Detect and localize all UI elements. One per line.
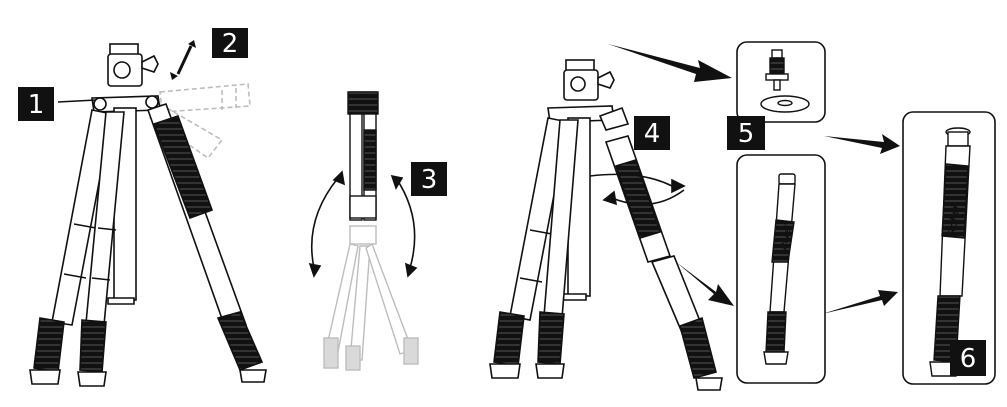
- folded-tripod-figure: [347, 91, 379, 221]
- panel-screw-detail: [736, 41, 826, 123]
- step-badge-6: 6: [950, 340, 986, 376]
- rotation-arrows: [308, 170, 418, 278]
- right-foot: [239, 369, 267, 383]
- svg-text:6: 6: [960, 344, 977, 374]
- inverted-tripod-ghost: [323, 225, 419, 371]
- ball-head-2: [563, 69, 599, 101]
- step-badge-3: 3: [411, 162, 447, 196]
- right-curved-arrow: [395, 177, 416, 269]
- panel-assembled-monopod: Rollei: [902, 111, 996, 385]
- tripod-figure-full: [29, 40, 267, 387]
- screw-head: [771, 49, 783, 59]
- arrow-to-monopod: [676, 262, 734, 306]
- svg-text:5: 5: [738, 119, 755, 149]
- middle-foot: [77, 371, 107, 387]
- step-badge-2: 2: [212, 28, 248, 59]
- twist-arrow-head: [671, 178, 686, 194]
- pointer-arrows: [608, 44, 900, 314]
- double-arrow-icon: [170, 40, 196, 80]
- svg-text:3: 3: [421, 165, 438, 195]
- step-badge-4: 4: [634, 116, 670, 150]
- left-foot: [29, 369, 61, 385]
- arrow-to-step-6-top: [824, 134, 900, 154]
- tripod-figure-detach: [489, 59, 723, 391]
- svg-text:2: 2: [222, 29, 239, 59]
- callout-line-1: [57, 99, 97, 103]
- left-curved-arrow: [310, 177, 339, 269]
- middle-leg-grip: [79, 319, 107, 373]
- ball-head: [107, 53, 143, 87]
- monopod-grip: [765, 311, 787, 353]
- arrow-to-step-6-bottom: [822, 290, 898, 314]
- twist-arrow-line: [589, 173, 673, 187]
- leg-collar: [598, 106, 630, 131]
- step-badge-1: 1: [18, 87, 54, 121]
- svg-text:1: 1: [28, 90, 45, 120]
- head-knob: [141, 54, 159, 73]
- right-leg-foam: [152, 114, 214, 220]
- right-leg-grip: [216, 311, 264, 372]
- left-leg-grip: [33, 317, 65, 373]
- brand-label: Rollei: [946, 204, 962, 236]
- panel-monopod-parts: [736, 154, 826, 384]
- svg-text:4: 4: [644, 119, 661, 149]
- step-badge-5: 5: [727, 116, 765, 150]
- arrow-to-step-5: [608, 44, 732, 82]
